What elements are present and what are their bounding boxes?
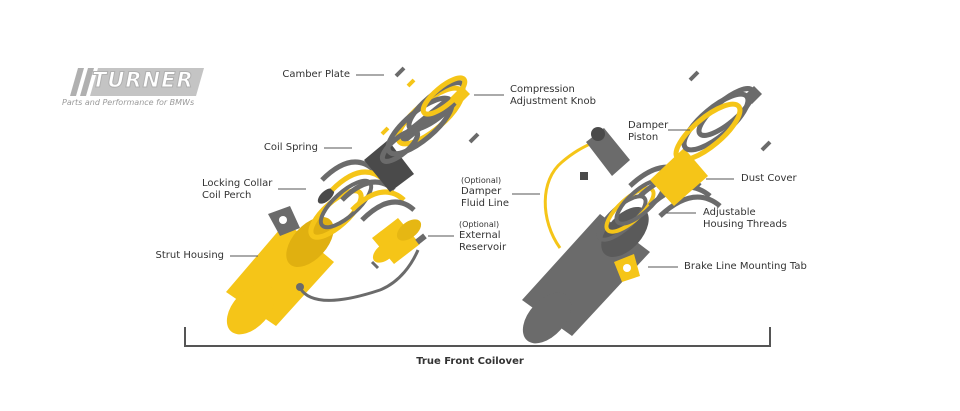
left-damper-body [364, 140, 414, 192]
right-top-mount [673, 70, 772, 163]
label-fluid-line1: Damper [461, 186, 502, 197]
label-fluid-optional: (Optional) [461, 176, 502, 185]
damper-piston [580, 127, 630, 180]
label-dust-cover: Dust Cover [741, 173, 797, 184]
left-coilover [226, 66, 480, 335]
label-piston-line1: Damper [628, 120, 669, 131]
left-strut-housing [226, 206, 334, 335]
compression-knob [450, 86, 470, 106]
left-reservoir-hose [298, 249, 420, 302]
logo-stripes [70, 68, 204, 96]
label-piston-line2: Piston [628, 132, 659, 143]
label-compression-knob: Compression Adjustment Knob [510, 84, 596, 108]
label-compression-line2: Adjustment Knob [510, 96, 596, 107]
label-reservoir-line2: Reservoir [459, 242, 507, 253]
label-external-reservoir: (Optional) External Reservoir [459, 220, 506, 254]
leader-lines [230, 74, 734, 268]
label-coil-spring: Coil Spring [263, 142, 318, 153]
dust-cover [650, 148, 708, 206]
right-top-knob [744, 86, 762, 104]
brake-line-tab [614, 254, 640, 282]
label-adjustable-threads: Adjustable Housing Threads [703, 207, 787, 231]
label-brake-line-tab: Brake Line Mounting Tab [684, 261, 807, 272]
label-fluid-line2: Fluid Line [461, 198, 510, 209]
label-locking-line2: Coil Perch [202, 190, 252, 201]
right-fluid-line [543, 140, 595, 249]
label-adjustable-line2: Housing Threads [703, 219, 788, 230]
label-camber-plate: Camber Plate [282, 69, 350, 80]
right-coilover [522, 70, 772, 344]
diagram-caption: True Front Coilover [416, 356, 524, 367]
label-reservoir-line1: External [459, 230, 501, 241]
logo-tagline: Parts and Performance for BMWs [62, 98, 195, 107]
left-camber-plate [379, 66, 480, 164]
external-reservoir [370, 218, 427, 270]
caption-bracket [184, 327, 771, 347]
label-damper-piston: Damper Piston [628, 120, 668, 144]
label-adjustable-line1: Adjustable [703, 207, 756, 218]
label-locking-collar: Locking Collar Coil Perch [202, 178, 272, 202]
label-reservoir-optional: (Optional) [459, 220, 500, 229]
label-compression-line1: Compression [510, 84, 575, 95]
turner-logo: TURNER Parts and Performance for BMWs [62, 66, 208, 110]
logo-wordmark: TURNER [92, 68, 194, 93]
label-locking-line1: Locking Collar [202, 178, 273, 189]
label-strut-housing: Strut Housing [155, 250, 224, 261]
label-fluid-line: (Optional) Damper Fluid Line [461, 176, 509, 210]
